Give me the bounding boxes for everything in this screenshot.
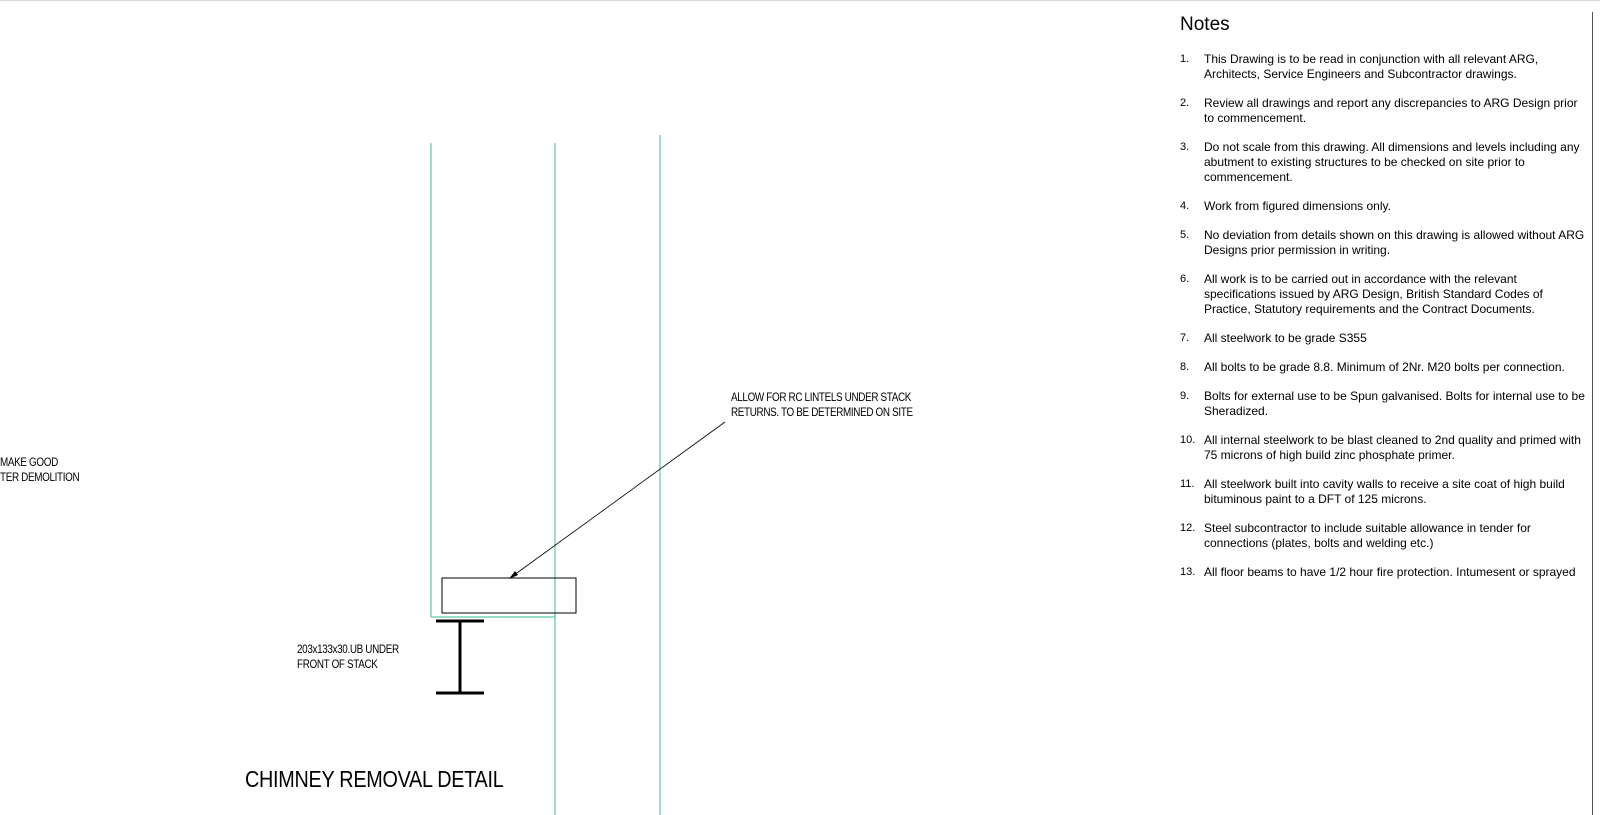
note-item: 13. All floor beams to have 1/2 hour fire… — [1180, 565, 1590, 580]
left-note: MAKE GOOD TER DEMOLITION — [0, 456, 80, 486]
notes-panel: Notes 1. This Drawing is to be read in co… — [1180, 14, 1590, 594]
note-number: 5. — [1180, 229, 1190, 241]
sheet-border-line — [1592, 12, 1593, 815]
lintel-note: ALLOW FOR RC LINTELS UNDER STACK RETURNS… — [731, 391, 913, 421]
note-number: 3. — [1180, 141, 1190, 153]
note-number: 6. — [1180, 273, 1190, 285]
note-item: 12. Steel subcontractor to include suitab… — [1180, 521, 1590, 551]
note-text: Do not scale from this drawing. All dime… — [1204, 140, 1580, 184]
notes-list: 1. This Drawing is to be read in conjunct… — [1180, 52, 1590, 580]
note-number: 11. — [1180, 478, 1195, 490]
note-number: 10. — [1180, 434, 1196, 446]
notes-heading: Notes — [1180, 14, 1230, 35]
lintel-note-line-2: RETURNS. TO BE DETERMINED ON SITE — [731, 407, 913, 419]
note-text: No deviation from details shown on this … — [1204, 228, 1585, 257]
note-item: 9. Bolts for external use to be Spun galv… — [1180, 389, 1590, 419]
left-note-line-1: MAKE GOOD — [0, 457, 58, 469]
note-text: All floor beams to have 1/2 hour fire pr… — [1204, 565, 1576, 579]
note-number: 12. — [1180, 522, 1196, 534]
note-item: 3. Do not scale from this drawing. All di… — [1180, 140, 1590, 185]
note-text: This Drawing is to be read in conjunctio… — [1204, 52, 1539, 81]
note-number: 4. — [1180, 200, 1190, 212]
note-text: All internal steelwork to be blast clean… — [1204, 433, 1581, 462]
note-number: 13. — [1180, 566, 1196, 578]
note-item: 10. All internal steelwork to be blast cl… — [1180, 433, 1590, 463]
beam-note: 203x133x30.UB UNDER FRONT OF STACK — [297, 643, 399, 673]
note-text: All steelwork to be grade S355 — [1204, 331, 1367, 345]
note-number: 8. — [1180, 361, 1190, 373]
leader-line — [509, 421, 726, 579]
note-text: Steel subcontractor to include suitable … — [1204, 521, 1531, 550]
rc-lintel — [441, 577, 577, 614]
note-number: 1. — [1180, 53, 1190, 65]
page-top-border — [0, 0, 1600, 1]
note-item: 11. All steelwork built into cavity walls… — [1180, 477, 1590, 507]
leader-arrowhead — [509, 571, 518, 579]
note-text: All work is to be carried out in accorda… — [1204, 272, 1543, 316]
note-text: All bolts to be grade 8.8. Minimum of 2N… — [1204, 360, 1565, 374]
note-number: 2. — [1180, 97, 1190, 109]
left-note-line-2: TER DEMOLITION — [0, 472, 80, 484]
note-number: 7. — [1180, 332, 1190, 344]
lintel-note-line-1: ALLOW FOR RC LINTELS UNDER STACK — [731, 392, 912, 404]
note-number: 9. — [1180, 390, 1190, 402]
note-item: 6. All work is to be carried out in accor… — [1180, 272, 1590, 317]
note-item: 1. This Drawing is to be read in conjunct… — [1180, 52, 1590, 82]
note-text: Work from figured dimensions only. — [1204, 199, 1391, 213]
beam-note-line-1: 203x133x30.UB UNDER — [297, 644, 399, 656]
note-text: Review all drawings and report any discr… — [1204, 96, 1578, 125]
note-item: 8. All bolts to be grade 8.8. Minimum of … — [1180, 360, 1590, 375]
chimney-detail-drawing — [430, 135, 726, 815]
beam-note-line-2: FRONT OF STACK — [297, 659, 378, 671]
note-text: Bolts for external use to be Spun galvan… — [1204, 389, 1585, 418]
note-item: 5. No deviation from details shown on thi… — [1180, 228, 1590, 258]
note-item: 4. Work from figured dimensions only. — [1180, 199, 1590, 214]
note-text: All steelwork built into cavity walls to… — [1204, 477, 1565, 506]
note-item: 2. Review all drawings and report any dis… — [1180, 96, 1590, 126]
note-item: 7. All steelwork to be grade S355 — [1180, 331, 1590, 346]
drawing-title: CHIMNEY REMOVAL DETAIL — [245, 766, 504, 792]
